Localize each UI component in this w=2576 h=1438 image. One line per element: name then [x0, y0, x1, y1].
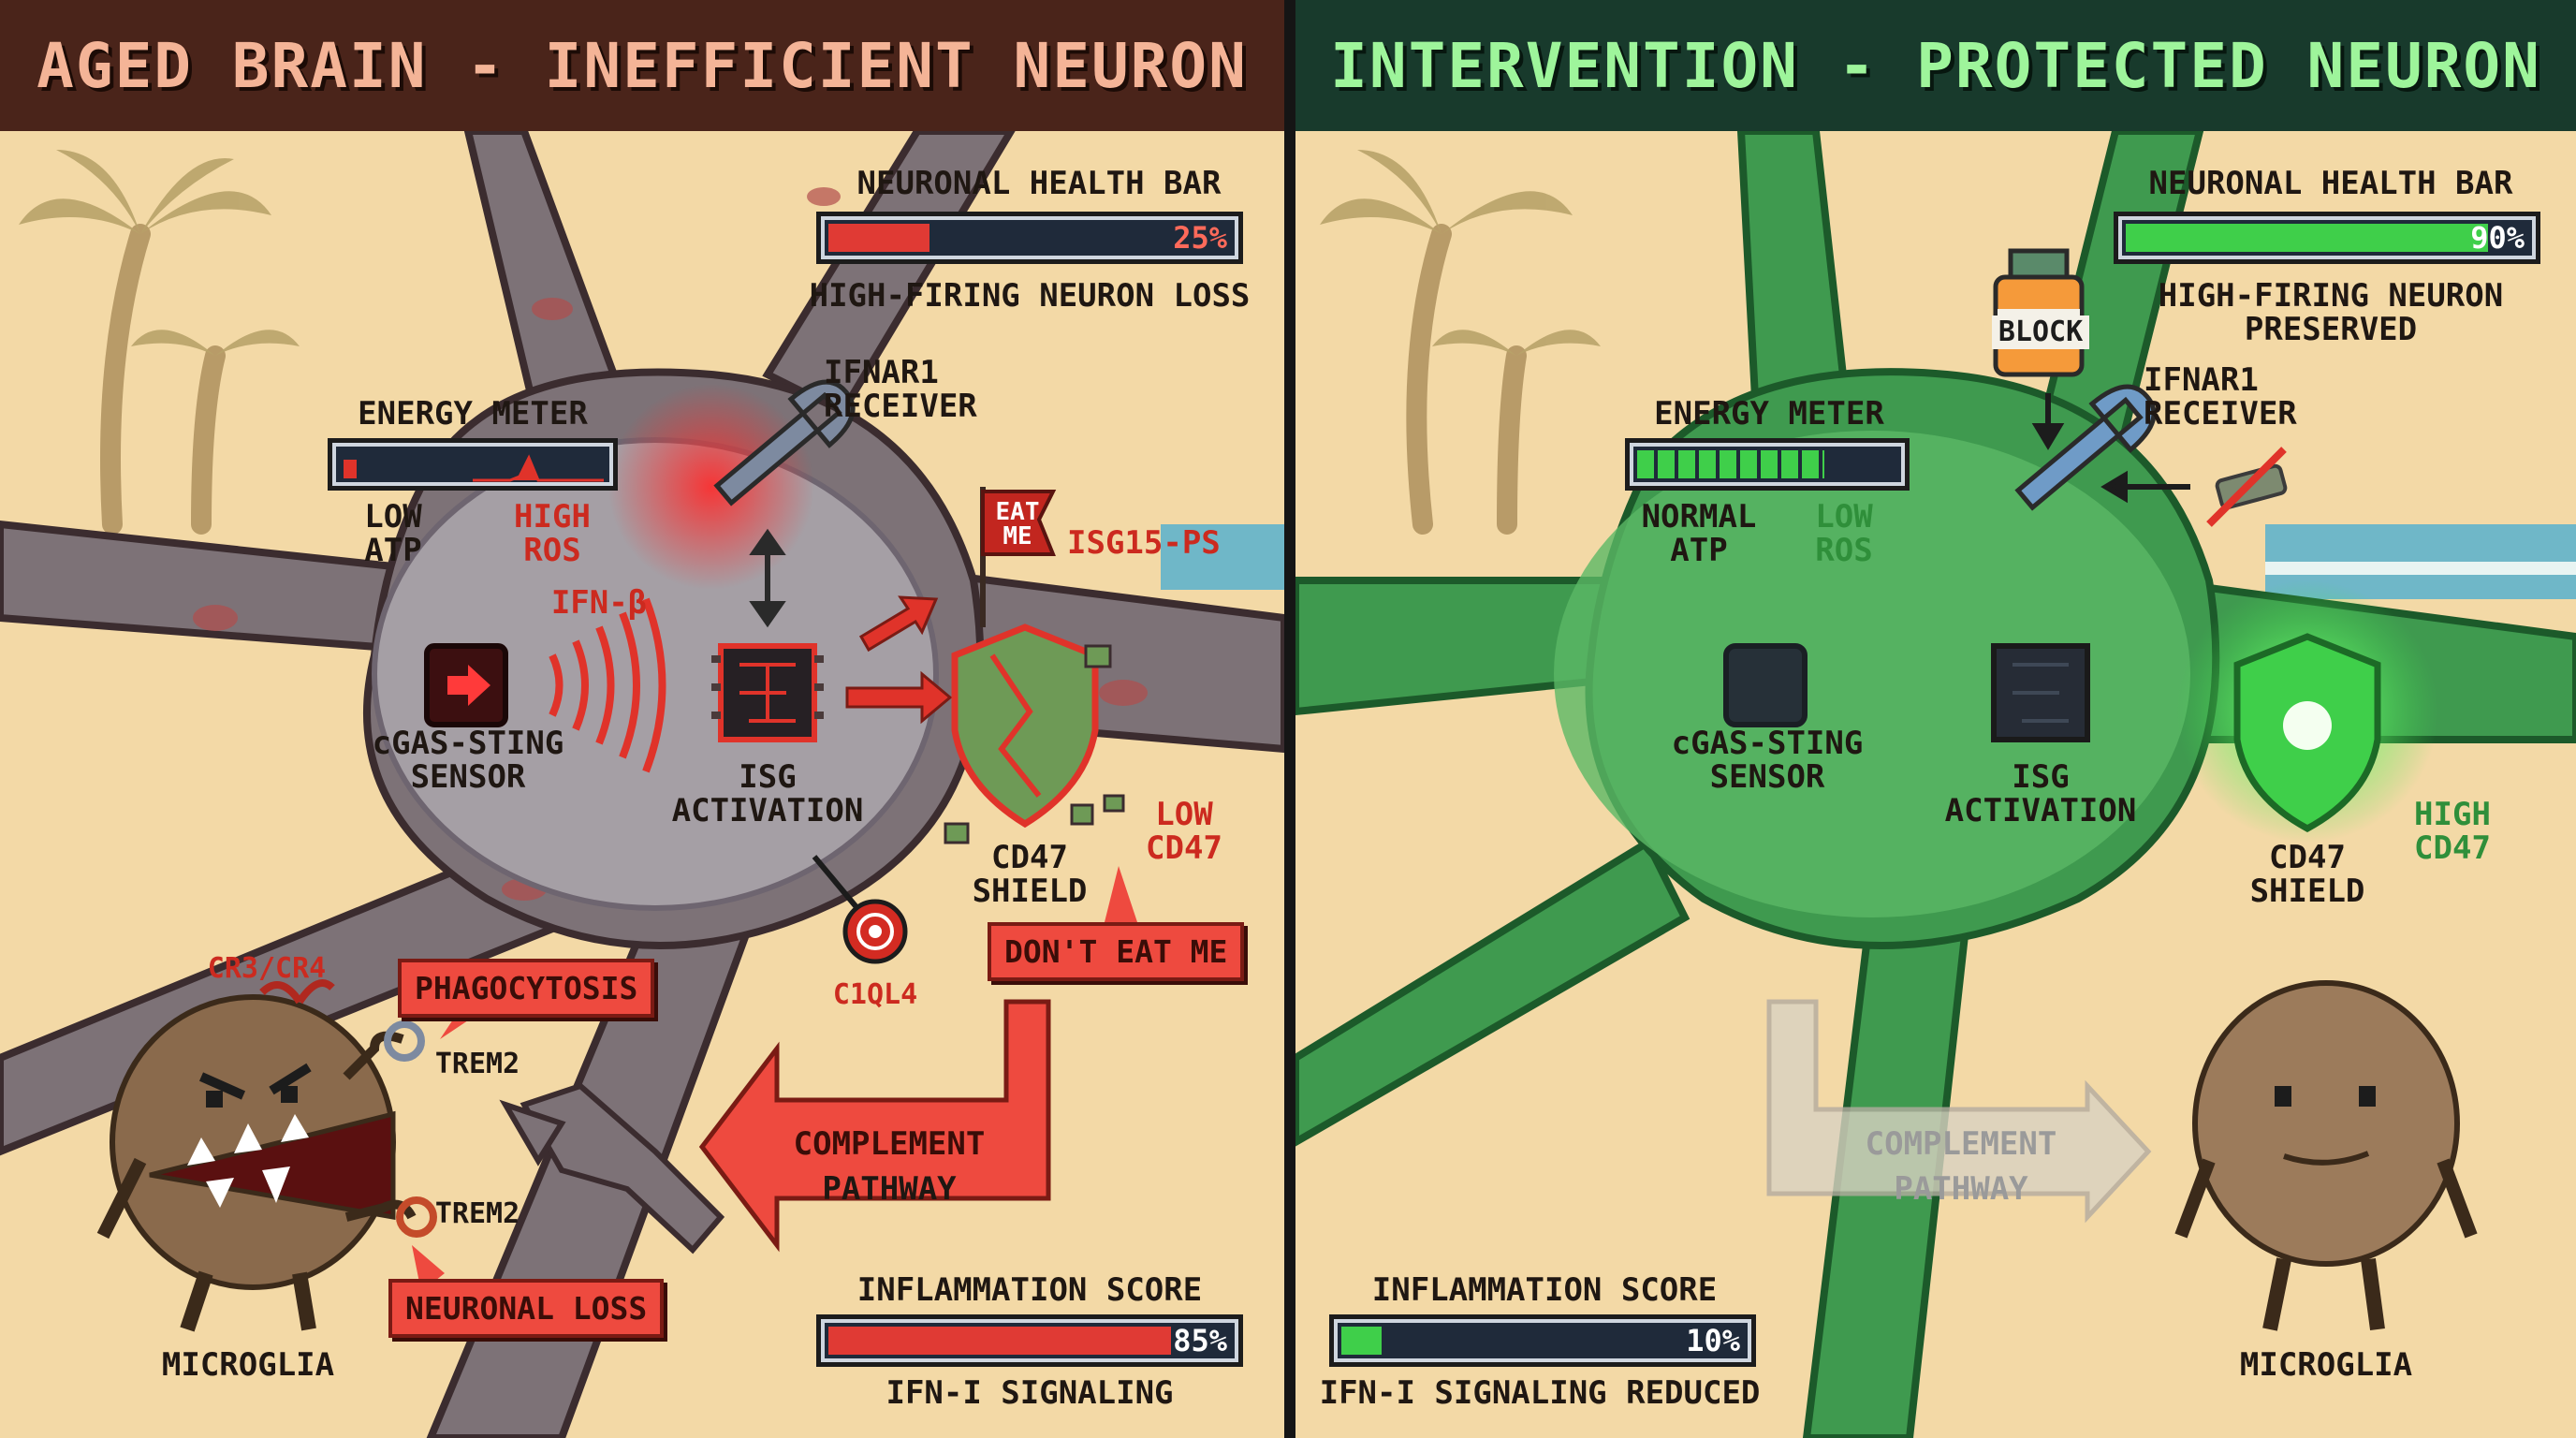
right-isg-label: ISG ACTIVATION [1944, 758, 2137, 829]
left-cd47-shield-label: CD47 SHIELD [972, 839, 1088, 910]
left-energy-level [344, 460, 357, 478]
arrow-icon [845, 595, 953, 725]
cr3-cr4-label: CR3/CR4 [207, 952, 327, 985]
left-complement-line2: PATHWAY [822, 1170, 957, 1208]
microglia-attacking [96, 979, 437, 1332]
arrow-icon [2031, 393, 2190, 504]
left-complement-line1: COMPLEMENT [793, 1125, 986, 1163]
blocked-signal-icon [2206, 447, 2288, 527]
right-microglia-label: MICROGLIA [2239, 1346, 2413, 1384]
ifn-beta-label: IFN-β [550, 584, 648, 622]
neuronal-loss-tag: NEURONAL LOSS [388, 1279, 665, 1338]
left-cd47-level: LOW CD47 [1146, 796, 1222, 867]
chip-icon [1991, 643, 2090, 742]
left-isg-label: ISG ACTIVATION [671, 758, 864, 829]
left-health-fill [828, 224, 929, 252]
right-complement-line2: PATHWAY [1894, 1170, 2028, 1208]
c1ql4-label: C1QL4 [832, 978, 918, 1011]
right-energy-level [1637, 450, 1824, 478]
right-energy-meter [1625, 438, 1910, 491]
left-atp-label: LOW ATP [364, 498, 422, 569]
right-health-caption: HIGH-FIRING NEURON PRESERVED [2158, 277, 2504, 348]
chip-icon [711, 643, 824, 742]
right-complement-line1: COMPLEMENT [1865, 1125, 2057, 1163]
left-inflammation-fill [828, 1327, 1171, 1355]
right-health-value: 90% [2470, 220, 2525, 256]
shield-icon [944, 624, 1125, 844]
trem2-label-bottom: TREM2 [434, 1197, 520, 1230]
trem2-label-top: TREM2 [434, 1048, 520, 1080]
right-ros-label: LOW ROS [1815, 498, 1873, 569]
right-health-bar: 90% [2114, 212, 2540, 264]
block-label: BLOCK [1992, 315, 2089, 349]
sea-left [1161, 524, 1284, 590]
right-inflammation-value: 10% [1686, 1323, 1740, 1358]
right-health-fill [2126, 224, 2488, 252]
signal-waves-icon [549, 597, 666, 773]
flag-icon [980, 487, 1057, 627]
right-inflammation-bar: 10% [1329, 1314, 1756, 1367]
left-health-bar: 25% [816, 212, 1243, 264]
panel-divider [1284, 0, 1295, 1438]
left-inflammation-bar: 85% [816, 1314, 1243, 1367]
left-health-value: 25% [1173, 220, 1227, 256]
right-cd47-level: HIGH CD47 [2414, 796, 2491, 867]
right-ifnar-label: IFNAR1 RECEIVER [2144, 361, 2297, 433]
left-inflammation-caption: IFN-I SIGNALING [886, 1374, 1174, 1412]
left-energy-meter [328, 438, 618, 491]
axon-fragment [499, 1082, 725, 1255]
palm-tree-icon [1320, 150, 1601, 356]
left-energy-title: ENERGY METER [358, 395, 588, 433]
palm-tree-icon [1406, 224, 1527, 535]
left-ros-label: HIGH ROS [514, 498, 591, 569]
right-cgas-label: cGAS-STING SENSOR [1671, 725, 1864, 796]
left-ifnar-label: IFNAR1 RECEIVER [824, 354, 977, 425]
left-health-caption: HIGH-FIRING NEURON LOSS [809, 277, 1251, 315]
wrench-receptor-icon [2014, 384, 2157, 511]
receiver-glow [608, 384, 814, 590]
right-health-title: NEURONAL HEALTH BAR [2148, 165, 2513, 202]
right-inflammation-title: INFLAMMATION SCORE [1371, 1271, 1718, 1309]
wrench-receptor-icon [713, 379, 856, 506]
left-health-title: NEURONAL HEALTH BAR [856, 165, 1222, 202]
target-icon [812, 855, 908, 964]
right-panel-title: INTERVENTION - PROTECTED NEURON [1295, 0, 2576, 131]
left-inflammation-value: 85% [1173, 1323, 1227, 1358]
sensor-chip-icon [1723, 643, 1808, 727]
pill-bottle-icon [1993, 248, 2085, 377]
right-atp-label: NORMAL ATP [1641, 498, 1757, 569]
palm-tree-icon [19, 150, 300, 356]
ros-spike-icon [473, 454, 604, 482]
double-arrow-icon [749, 528, 786, 628]
eat-me-flag-label: EAT ME [995, 498, 1040, 550]
left-cgas-label: cGAS-STING SENSOR [372, 725, 564, 796]
right-inflammation-fill [1341, 1327, 1382, 1355]
right-inflammation-caption: IFN-I SIGNALING REDUCED [1319, 1374, 1761, 1412]
shield-icon [2233, 633, 2381, 832]
left-microglia-label: MICROGLIA [161, 1346, 335, 1384]
healthy-nucleus [1554, 431, 2190, 917]
left-inflammation-title: INFLAMMATION SCORE [856, 1271, 1203, 1309]
left-panel-title: AGED BRAIN - INEFFICIENT NEURON [0, 0, 1284, 131]
dont-eat-me-tag: DON'T EAT ME [988, 922, 1245, 981]
palm-tree-icon [100, 224, 226, 535]
isg15-label: ISG15-PS [1067, 524, 1221, 562]
complement-arrow-icon [698, 999, 1051, 1253]
microglia-calm [2174, 980, 2478, 1331]
right-cd47-shield-label: CD47 SHIELD [2249, 839, 2365, 910]
complement-arrow-icon [1766, 999, 2152, 1224]
phagocytosis-tag: PHAGOCYTOSIS [398, 959, 655, 1018]
right-energy-title: ENERGY METER [1654, 395, 1884, 433]
